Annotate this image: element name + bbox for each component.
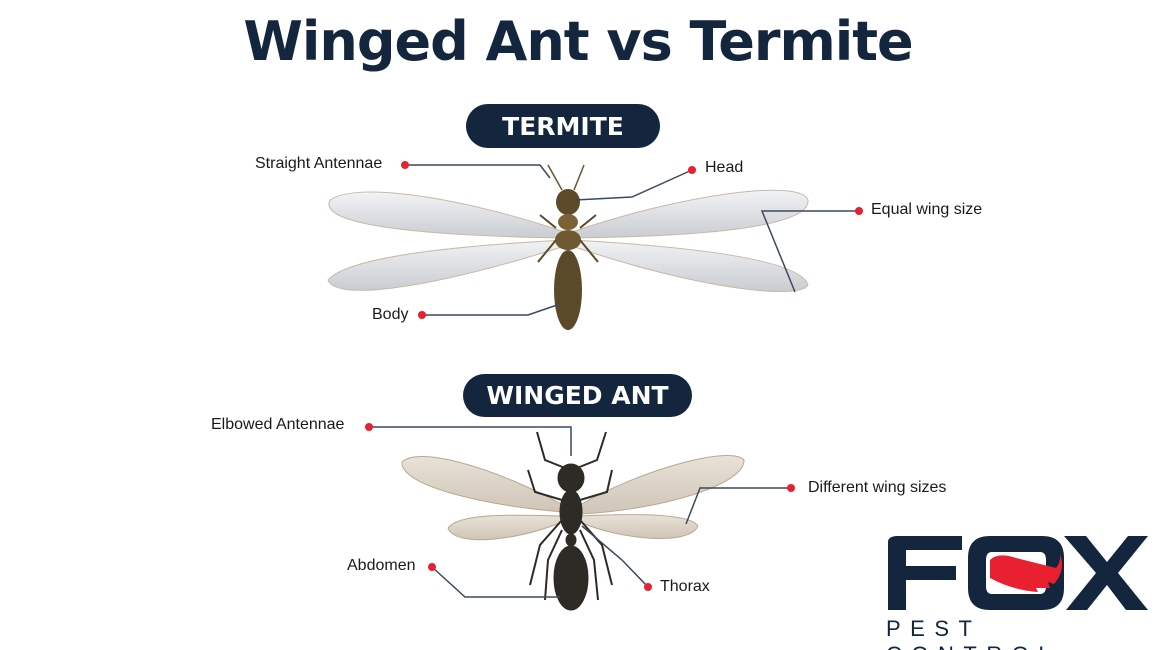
label-equal-wing-size: Equal wing size [871, 201, 983, 218]
label-dots [365, 161, 863, 591]
termite-heading: TERMITE [466, 104, 660, 148]
label-elbowed-antennae: Elbowed Antennae [211, 416, 345, 433]
label-thorax: Thorax [660, 578, 710, 595]
ant-wings [401, 455, 745, 541]
termite-illustration [327, 164, 809, 330]
label-abdomen: Abdomen [347, 557, 416, 574]
page-title: Winged Ant vs Termite [243, 10, 913, 73]
label-different-wing-sizes: Different wing sizes [808, 479, 947, 496]
termite-body [537, 164, 599, 330]
label-straight-antennae: Straight Antennae [255, 155, 383, 172]
leader-lines [369, 164, 859, 598]
logo-tagline: PEST CONTROL [886, 616, 1051, 650]
winged-ant-heading: WINGED ANT [463, 374, 692, 417]
label-body: Body [372, 306, 409, 323]
termite-wings [327, 189, 809, 292]
ant-body [527, 431, 613, 611]
winged-ant-illustration [401, 431, 745, 611]
label-head: Head [705, 159, 744, 176]
fox-logo [888, 536, 1148, 610]
